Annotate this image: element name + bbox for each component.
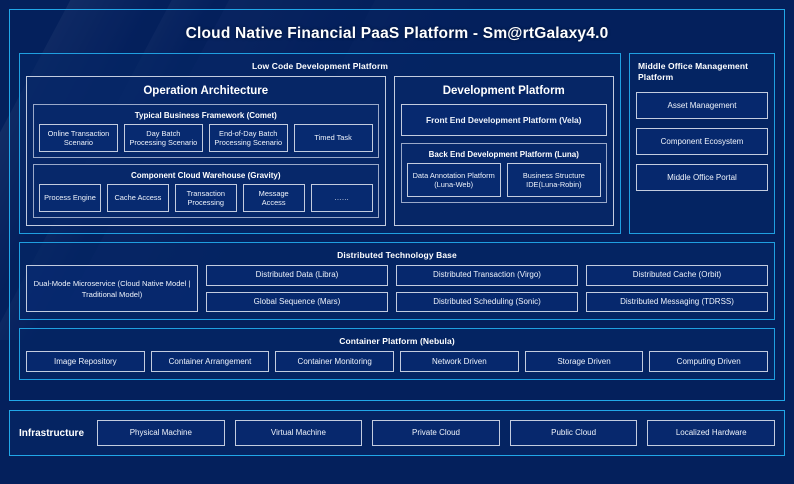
back-end-items: Data Annotation Platform (Luna-Web) Busi… xyxy=(406,163,602,197)
distributed-base-column-3: Distributed Cache (Orbit) Distributed Me… xyxy=(586,265,768,312)
item-network-driven[interactable]: Network Driven xyxy=(400,351,519,372)
item-container-monitoring[interactable]: Container Monitoring xyxy=(275,351,395,372)
item-private-cloud[interactable]: Private Cloud xyxy=(372,420,500,446)
item-physical-machine[interactable]: Physical Machine xyxy=(97,420,225,446)
group-title-business-framework: Typical Business Framework (Comet) xyxy=(134,111,277,120)
item-global-sequence[interactable]: Global Sequence (Mars) xyxy=(206,291,388,312)
low-code-columns: Operation Architecture Typical Business … xyxy=(26,76,614,226)
item-component-ecosystem[interactable]: Component Ecosystem xyxy=(636,128,768,156)
container-platform-items: Image Repository Container Arrangement C… xyxy=(26,351,769,372)
item-cache-access[interactable]: Cache Access xyxy=(106,184,169,212)
section-title-middle-office: Middle Office Management Platform xyxy=(638,61,749,83)
infrastructure-items: Physical Machine Virtual Machine Private… xyxy=(97,420,775,446)
section-title-container-platform: Container Platform (Nebula) xyxy=(339,336,455,346)
item-front-end-development-platform[interactable]: Front End Development Platform (Vela) xyxy=(400,104,607,136)
section-title-low-code: Low Code Development Platform xyxy=(251,61,389,71)
section-low-code-development-platform: Low Code Development Platform Operation … xyxy=(19,53,621,234)
component-warehouse-items: Process Engine Cache Access Transaction … xyxy=(39,184,373,212)
section-infrastructure: Infrastructure Physical Machine Virtual … xyxy=(9,410,785,456)
platform-frame: Cloud Native Financial PaaS Platform - S… xyxy=(9,9,785,401)
item-timed-task[interactable]: Timed Task xyxy=(293,124,373,152)
page-title: Cloud Native Financial PaaS Platform - S… xyxy=(185,25,609,42)
item-localized-hardware[interactable]: Localized Hardware xyxy=(647,420,775,446)
item-distributed-cache[interactable]: Distributed Cache (Orbit) xyxy=(586,265,768,286)
item-online-transaction-scenario[interactable]: Online Transaction Scenario xyxy=(39,124,118,152)
middle-office-items: Asset Management Component Ecosystem Mid… xyxy=(636,92,768,192)
item-container-arrangement[interactable]: Container Arrangement xyxy=(150,351,270,372)
item-business-structure-ide[interactable]: Business Structure IDE(Luna-Robin) xyxy=(506,163,602,197)
block-title-development-platform: Development Platform xyxy=(442,85,565,97)
item-transaction-processing[interactable]: Transaction Processing xyxy=(174,184,237,212)
section-middle-office-management-platform: Middle Office Management Platform Asset … xyxy=(629,53,775,234)
item-computing-driven[interactable]: Computing Driven xyxy=(649,351,769,372)
item-storage-driven[interactable]: Storage Driven xyxy=(524,351,644,372)
item-distributed-scheduling[interactable]: Distributed Scheduling (Sonic) xyxy=(396,291,578,312)
item-day-batch-processing-scenario[interactable]: Day Batch Processing Scenario xyxy=(123,124,203,152)
group-typical-business-framework: Typical Business Framework (Comet) Onlin… xyxy=(33,104,379,158)
block-operation-architecture: Operation Architecture Typical Business … xyxy=(26,76,386,226)
distributed-base-grid: Dual-Mode Microservice (Cloud Native Mod… xyxy=(26,265,768,312)
section-container-platform: Container Platform (Nebula) Image Reposi… xyxy=(19,328,775,380)
item-more-ellipsis[interactable]: …… xyxy=(310,184,373,212)
item-image-repository[interactable]: Image Repository xyxy=(26,351,145,372)
section-title-distributed-base: Distributed Technology Base xyxy=(337,250,457,260)
item-dual-mode-microservice[interactable]: Dual-Mode Microservice (Cloud Native Mod… xyxy=(26,265,198,312)
distributed-base-highlight-wrap: Dual-Mode Microservice (Cloud Native Mod… xyxy=(26,265,198,312)
item-data-annotation-platform[interactable]: Data Annotation Platform (Luna-Web) xyxy=(406,163,501,197)
item-virtual-machine[interactable]: Virtual Machine xyxy=(234,420,363,446)
upper-region: Low Code Development Platform Operation … xyxy=(19,53,775,234)
item-middle-office-portal[interactable]: Middle Office Portal xyxy=(636,164,768,192)
block-title-operation-architecture: Operation Architecture xyxy=(143,85,269,97)
group-title-component-cloud-warehouse: Component Cloud Warehouse (Gravity) xyxy=(131,171,281,180)
item-distributed-transaction[interactable]: Distributed Transaction (Virgo) xyxy=(396,265,578,286)
distributed-base-column-1: Distributed Data (Libra) Global Sequence… xyxy=(206,265,388,312)
item-process-engine[interactable]: Process Engine xyxy=(39,184,101,212)
group-back-end-development-platform: Back End Development Platform (Luna) Dat… xyxy=(400,143,607,203)
section-distributed-technology-base: Distributed Technology Base Dual-Mode Mi… xyxy=(19,242,775,320)
business-framework-items: Online Transaction Scenario Day Batch Pr… xyxy=(39,124,373,152)
item-message-access[interactable]: Message Access xyxy=(242,184,305,212)
block-development-platform: Development Platform Front End Developme… xyxy=(393,76,614,226)
item-asset-management[interactable]: Asset Management xyxy=(636,92,768,120)
distributed-base-column-2: Distributed Transaction (Virgo) Distribu… xyxy=(396,265,578,312)
item-end-of-day-batch-processing-scenario[interactable]: End-of-Day Batch Processing Scenario xyxy=(208,124,288,152)
group-component-cloud-warehouse: Component Cloud Warehouse (Gravity) Proc… xyxy=(33,164,379,218)
item-distributed-messaging[interactable]: Distributed Messaging (TDRSS) xyxy=(586,291,768,312)
group-title-back-end: Back End Development Platform (Luna) xyxy=(428,150,579,159)
infrastructure-label: Infrastructure xyxy=(19,427,85,439)
item-distributed-data[interactable]: Distributed Data (Libra) xyxy=(206,265,388,286)
item-public-cloud[interactable]: Public Cloud xyxy=(509,420,638,446)
